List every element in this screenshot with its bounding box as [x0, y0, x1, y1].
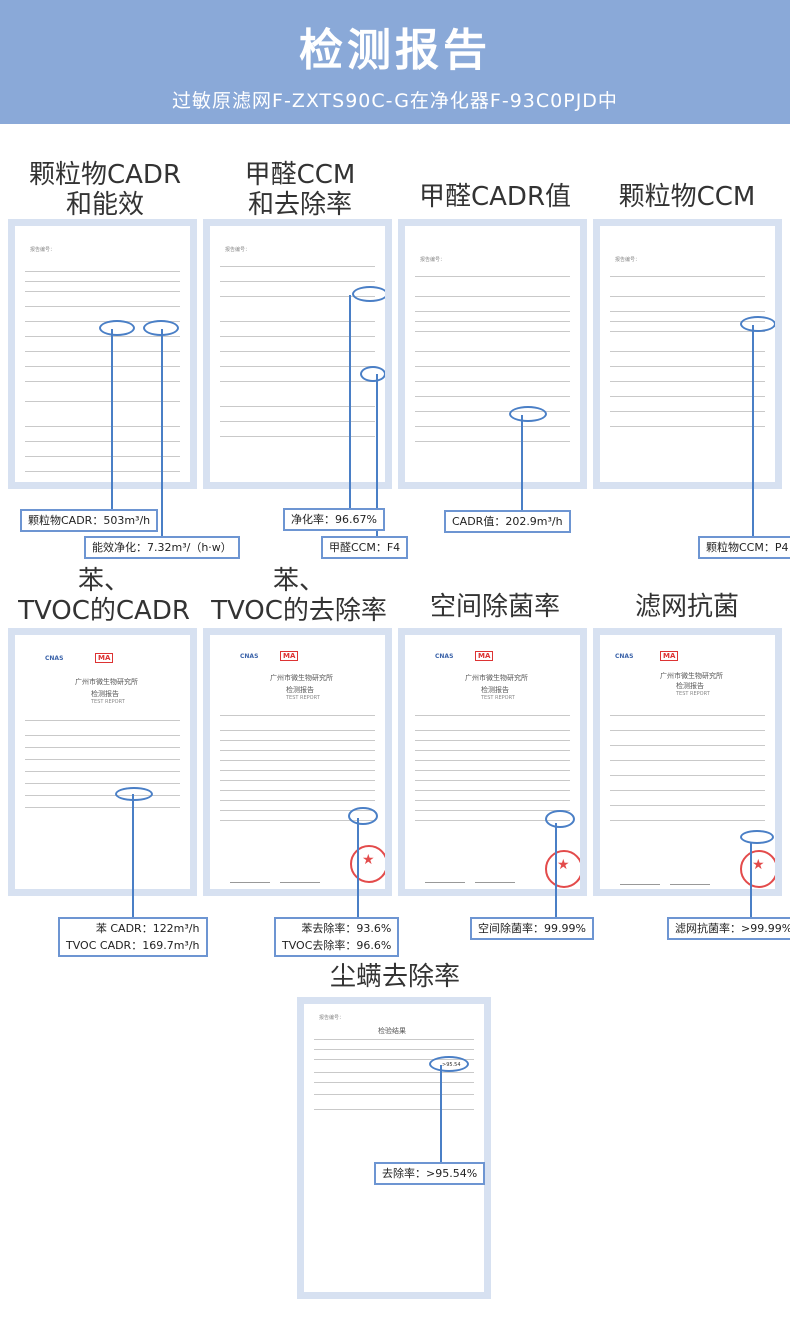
- label-mite-removal-rate: 去除率：>95.54%: [374, 1162, 486, 1185]
- report-card-particle-cadr: 报告编号：: [8, 219, 197, 489]
- report-page: 报告编号：: [600, 226, 775, 482]
- red-seal-icon: [350, 845, 385, 883]
- highlight-oval: [509, 406, 547, 422]
- report-card-particle-ccm: 报告编号：: [593, 219, 782, 489]
- highlight-oval: [740, 316, 775, 332]
- label-benzene-tvoc-cadr: 苯 CADR：122m³/h TVOC CADR：169.7m³/h: [58, 917, 208, 957]
- report-card-formaldehyde-cadr: 报告编号：: [398, 219, 587, 489]
- highlight-oval: [740, 830, 774, 844]
- highlight-oval: [352, 286, 385, 302]
- label-filter-antibacterial-rate: 滤网抗菌率：>99.99%: [667, 917, 790, 940]
- label-particle-ccm: 颗粒物CCM：P4: [698, 536, 790, 559]
- heading-benzene-cadr: 苯、 TVOC的CADR: [18, 566, 190, 626]
- heading-mite-removal: 尘螨去除率: [329, 962, 460, 992]
- page-subtitle: 过敏原滤网F-ZXTS90C-G在净化器F-93C0PJD中: [172, 90, 618, 112]
- label-sterilization-rate: 空间除菌率：99.99%: [470, 917, 594, 940]
- report-card-sterilization: CNAS MA 广州市微生物研究所 检测报告 TEST REPORT: [398, 628, 587, 896]
- heading-benzene-removal: 苯、 TVOC的去除率: [211, 566, 387, 626]
- highlight-oval: [115, 787, 153, 801]
- label-purification-rate: 净化率：96.67%: [283, 508, 385, 531]
- label-particle-cadr: 颗粒物CADR：503m³/h: [20, 509, 159, 532]
- label-formaldehyde-cadr: CADR值：202.9m³/h: [444, 510, 571, 533]
- report-page: CNAS MA 广州市微生物研究所 检测报告 TEST REPORT: [15, 635, 190, 889]
- header-banner: 检测报告 过敏原滤网F-ZXTS90C-G在净化器F-93C0PJD中: [0, 0, 790, 124]
- report-card-formaldehyde-ccm: 报告编号：: [203, 219, 392, 489]
- page-title: 检测报告: [299, 25, 491, 76]
- report-page: 报告编号： 检验结果 >95.54: [304, 1004, 484, 1292]
- label-energy-efficiency: 能效净化：7.32m³/（h·w）: [84, 536, 240, 559]
- highlight-oval: [99, 320, 135, 336]
- report-page: 报告编号：: [405, 226, 580, 482]
- report-page: 报告编号：: [210, 226, 385, 482]
- heading-sterilization: 空间除菌率: [429, 592, 560, 622]
- report-card-benzene-removal: CNAS MA 广州市微生物研究所 检测报告 TEST REPORT: [203, 628, 392, 896]
- highlight-oval: [360, 366, 385, 382]
- highlight-oval: [348, 807, 378, 825]
- heading-formaldehyde-cadr: 甲醛CADR值: [418, 182, 572, 212]
- report-page: 报告编号：: [15, 226, 190, 482]
- label-formaldehyde-ccm: 甲醛CCM：F4: [321, 536, 409, 559]
- report-card-filter-antibacterial: CNAS MA 广州市微生物研究所 检测报告 TEST REPORT: [593, 628, 782, 896]
- red-seal-icon: [545, 850, 580, 888]
- heading-filter-antibacterial: 滤网抗菌: [634, 592, 739, 622]
- highlight-oval: [545, 810, 575, 828]
- heading-formaldehyde-ccm: 甲醛CCM 和去除率: [244, 160, 356, 220]
- highlight-oval: [429, 1056, 469, 1072]
- report-page: CNAS MA 广州市微生物研究所 检测报告 TEST REPORT: [210, 635, 385, 889]
- report-page: CNAS MA 广州市微生物研究所 检测报告 TEST REPORT: [600, 635, 775, 889]
- report-card-benzene-cadr: CNAS MA 广州市微生物研究所 检测报告 TEST REPORT: [8, 628, 197, 896]
- red-seal-icon: [740, 850, 775, 888]
- label-benzene-tvoc-removal: 苯去除率：93.6% TVOC去除率：96.6%: [274, 917, 400, 957]
- heading-particle-cadr: 颗粒物CADR 和能效: [28, 160, 182, 220]
- report-page: CNAS MA 广州市微生物研究所 检测报告 TEST REPORT: [405, 635, 580, 889]
- heading-particle-ccm: 颗粒物CCM: [618, 182, 756, 212]
- report-card-mite-removal: 报告编号： 检验结果 >95.54: [297, 997, 491, 1299]
